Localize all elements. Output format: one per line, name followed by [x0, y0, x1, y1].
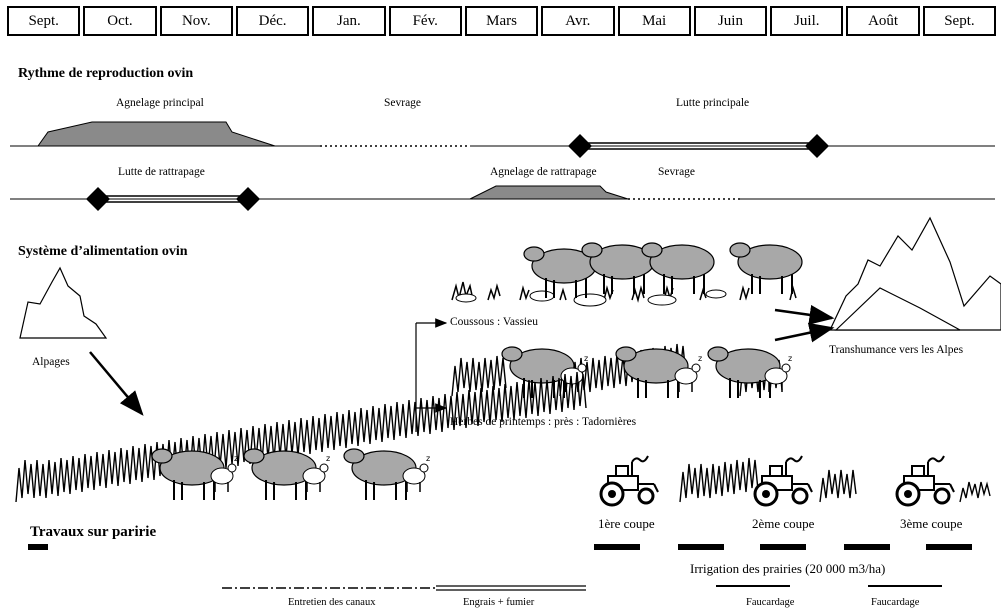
tractor-icon	[895, 454, 956, 507]
month-cell: Juil.	[770, 6, 844, 36]
section-title-reproduction: Rythme de reproduction ovin	[18, 66, 194, 81]
month-cell: Avr.	[541, 6, 615, 36]
label-coussous: Coussous : Vassieu	[450, 316, 538, 328]
arrow	[89, 351, 144, 416]
label-lutte-principale: Lutte principale	[676, 97, 750, 109]
month-cell: Sept.	[922, 6, 997, 36]
label-faucardage: Faucardage	[871, 597, 920, 608]
irrigation-bar	[760, 544, 806, 550]
agnelage-principal-shape	[37, 121, 276, 147]
section-title-alimentation: Système d’alimentation ovin	[18, 244, 188, 259]
label-entretien-canaux: Entretien des canaux	[288, 597, 376, 608]
label-irrigation: Irrigation des prairies (20 000 m3/ha)	[690, 561, 886, 576]
diamond-marker	[568, 134, 592, 158]
arrow	[774, 322, 835, 343]
month-cell: Sept.	[7, 6, 81, 36]
month-timeline: Sept. Oct. Nov. Déc. Jan. Fév. Mars Avr.…	[7, 6, 997, 36]
label-coupe-1: 1ère coupe	[598, 516, 655, 531]
month-cell: Août	[846, 6, 920, 36]
month-cell: Jan.	[312, 6, 386, 36]
tractor-icon	[753, 454, 814, 507]
irrigation-bar	[594, 544, 640, 550]
irrigation-bar	[844, 544, 890, 550]
label-transhumance: Transhumance vers les Alpes	[829, 344, 964, 356]
sheep	[729, 242, 803, 295]
agnelage-rattrapage-shape	[469, 185, 629, 200]
label-sevrage: Sevrage	[658, 166, 696, 178]
month-cell: Mars	[464, 6, 539, 36]
month-cell: Nov.	[159, 6, 233, 36]
irrigation-bar	[926, 544, 972, 550]
pasture-grass	[15, 371, 587, 503]
tractor-icon	[599, 454, 660, 507]
sheep	[641, 242, 715, 295]
alpages-mountain	[19, 266, 108, 339]
label-agnelage-principal: Agnelage principal	[116, 97, 204, 109]
label-lutte-rattrapage: Lutte de rattrapage	[118, 166, 205, 178]
label-agnelage-rattrapage: Agnelage de rattrapage	[490, 166, 597, 178]
coussous-grass	[451, 281, 797, 307]
month-cell: Juin	[693, 6, 768, 36]
diamond-marker	[236, 187, 260, 211]
label-herbes-printemps: Herbes de printemps : près : Tadornières	[450, 416, 637, 428]
pasture-grass	[679, 457, 991, 503]
label-alpages: Alpages	[32, 356, 70, 368]
diamond-marker	[86, 187, 110, 211]
label-faucardage: Faucardage	[746, 597, 795, 608]
irrigation-bar	[678, 544, 724, 550]
month-cell: Oct.	[83, 6, 157, 36]
month-cell: Déc.	[235, 6, 310, 36]
label-coupe-2: 2ème coupe	[752, 516, 815, 531]
diamond-marker	[805, 134, 829, 158]
label-engrais-fumier: Engrais + fumier	[463, 597, 535, 608]
label-sevrage: Sevrage	[384, 97, 422, 109]
month-cell: Fév.	[388, 6, 462, 36]
label-coupe-3: 3ème coupe	[900, 516, 963, 531]
month-cell: Mai	[617, 6, 691, 36]
travaux-bar	[28, 544, 48, 550]
section-title-travaux: Travaux sur paririe	[30, 524, 157, 540]
arrow	[774, 304, 835, 325]
